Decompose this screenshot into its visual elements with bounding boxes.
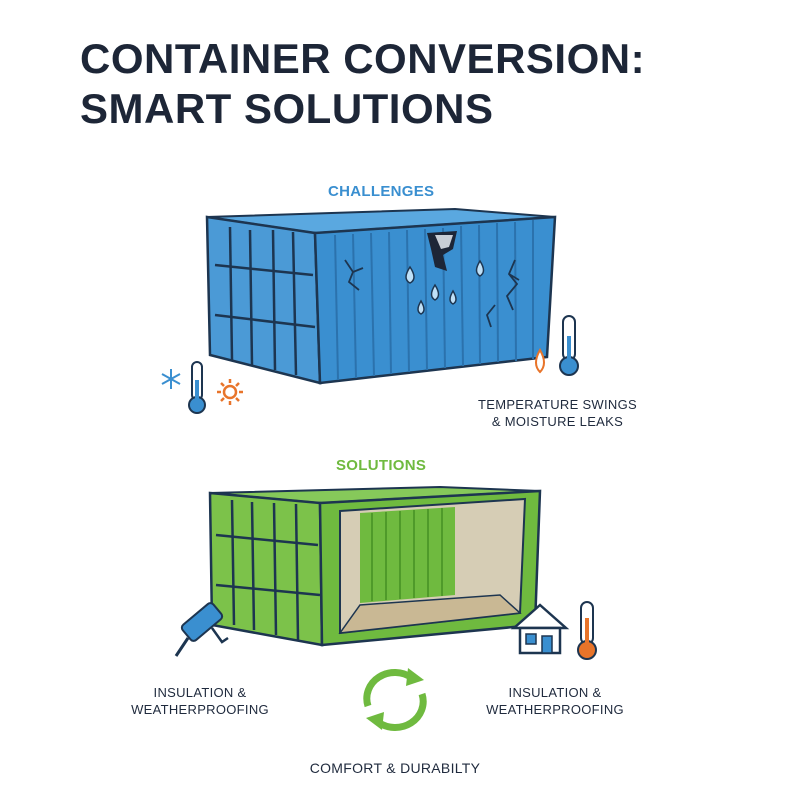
thermometer-icon bbox=[577, 601, 597, 660]
title-line-2: SMART SOLUTIONS bbox=[80, 85, 494, 132]
water-drop-icon bbox=[535, 348, 545, 374]
thermometer-icon bbox=[559, 315, 579, 376]
solutions-caption-right: INSULATION & WEATHERPROOFING bbox=[475, 684, 635, 718]
footer-text: COMFORT & DURABILTY bbox=[309, 760, 481, 776]
damaged-container-illustration bbox=[205, 207, 557, 385]
caulk-gun-icon bbox=[174, 602, 229, 657]
solutions-caption-right-line-1: INSULATION & bbox=[508, 685, 602, 700]
insulated-container-illustration bbox=[208, 485, 542, 647]
solutions-caption-right-line-2: WEATHERPROOFING bbox=[486, 702, 624, 717]
thermometer-icon bbox=[188, 361, 206, 414]
challenges-label: CHALLENGES bbox=[328, 183, 435, 200]
snowflake-icon bbox=[161, 369, 181, 389]
challenges-caption-line-2: & MOISTURE LEAKS bbox=[491, 414, 624, 429]
challenges-caption-line-1: TEMPERATURE SWINGS bbox=[477, 397, 637, 412]
sun-icon bbox=[217, 379, 243, 405]
cycle-arrows-icon bbox=[363, 668, 427, 731]
solutions-caption-left: INSULATION & WEATHERPROOFING bbox=[120, 684, 280, 718]
house-icon bbox=[510, 603, 570, 655]
water-drop-icon bbox=[405, 259, 485, 315]
challenges-caption: TEMPERATURE SWINGS & MOISTURE LEAKS bbox=[470, 396, 645, 430]
page-title: CONTAINER CONVERSION: SMART SOLUTIONS bbox=[80, 34, 645, 134]
solutions-label: SOLUTIONS bbox=[336, 457, 427, 474]
solutions-caption-left-line-1: INSULATION & bbox=[153, 685, 247, 700]
solutions-caption-left-line-2: WEATHERPROOFING bbox=[131, 702, 269, 717]
title-line-1: CONTAINER CONVERSION: bbox=[80, 35, 646, 82]
